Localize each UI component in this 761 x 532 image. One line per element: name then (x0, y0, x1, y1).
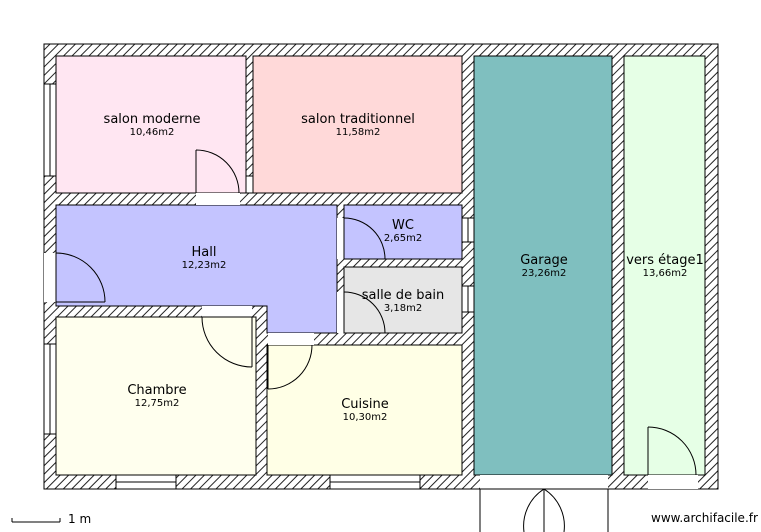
door-swing-vers-etage1 (647, 426, 697, 476)
label-wc: WC (392, 218, 414, 233)
area-hall: 12,23m2 (182, 260, 227, 271)
area-garage: 23,26m2 (522, 268, 567, 279)
area-chambre: 12,75m2 (135, 398, 180, 409)
room-garage (473, 55, 613, 476)
label-salle-de-bain: salle de bain (362, 288, 445, 303)
label-salon-moderne: salon moderne (104, 112, 201, 127)
room-hall (55, 204, 338, 334)
door-swing-hall (55, 252, 106, 303)
area-vers-etage1: 13,66m2 (643, 268, 688, 279)
area-salon-moderne: 10,46m2 (130, 127, 175, 138)
door-swings (55, 149, 697, 532)
watermark: www.archifacile.fr (651, 511, 758, 525)
room-vers-etage1 (623, 55, 706, 476)
scale-label: 1 m (68, 512, 92, 526)
windows (43, 83, 475, 490)
room-cuisine (266, 344, 463, 476)
label-chambre: Chambre (127, 383, 186, 398)
room-salon-traditionnel (252, 55, 463, 194)
area-salle-de-bain: 3,18m2 (384, 303, 422, 314)
door-swing-wc (343, 217, 386, 260)
door-swing-chambre (201, 316, 253, 368)
door-swing-cuisine (267, 344, 313, 390)
area-wc: 2,65m2 (384, 233, 422, 244)
label-hall: Hall (192, 245, 217, 260)
room-chambre (55, 316, 257, 476)
window-salon-partition (245, 175, 254, 194)
door-swing-garage-right (543, 488, 565, 532)
label-salon-traditionnel: salon traditionnel (301, 112, 415, 127)
label-garage: Garage (520, 253, 568, 268)
scale-bar (11, 518, 61, 523)
area-cuisine: 10,30m2 (343, 412, 388, 423)
room-wc (343, 204, 463, 260)
door-swing-salon-moderne (195, 149, 240, 194)
area-salon-traditionnel: 11,58m2 (336, 127, 381, 138)
room-salon-moderne (55, 55, 247, 194)
label-cuisine: Cuisine (341, 397, 389, 412)
door-swing-garage-left (523, 488, 545, 532)
door-swing-salle-de-bain (343, 291, 386, 334)
door-openings (44, 193, 698, 489)
label-vers-etage1: vers étage1 (626, 253, 704, 268)
